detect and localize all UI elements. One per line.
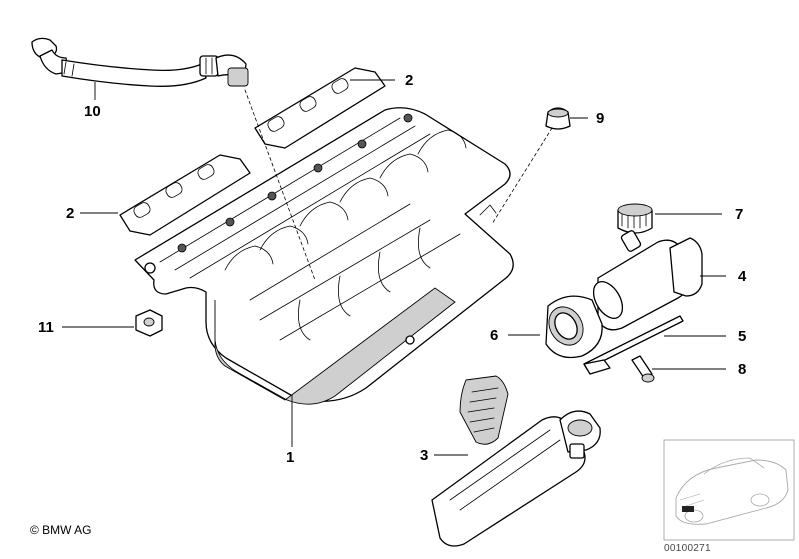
- callout-7: 7: [735, 206, 743, 223]
- screw-part: [631, 355, 655, 383]
- diagram-code-label: 00100271: [664, 543, 711, 554]
- callout-3: 3: [420, 447, 428, 464]
- callout-2-lower: 2: [66, 205, 74, 222]
- callout-1: 1: [286, 449, 294, 466]
- cap-part: [545, 107, 571, 130]
- strap-part: [583, 315, 684, 375]
- callout-10: 10: [84, 103, 101, 120]
- callout-8: 8: [738, 361, 746, 378]
- nut-part: [135, 309, 163, 337]
- lower-gasket-part: [119, 154, 251, 236]
- callout-9: 9: [596, 110, 604, 127]
- vehicle-thumbnail: [663, 439, 795, 541]
- callout-11: 11: [38, 319, 54, 336]
- intake-manifold-part: [134, 107, 514, 405]
- vent-hose-part: [31, 37, 249, 87]
- resonance-flap-part: [431, 375, 601, 547]
- callout-4: 4: [738, 268, 747, 285]
- copyright-label: © BMW AG: [30, 523, 92, 537]
- callout-5: 5: [738, 328, 746, 345]
- upper-gasket-part: [254, 67, 386, 149]
- idle-control-valve-part: [592, 230, 703, 331]
- callout-6: 6: [490, 327, 498, 344]
- cap-seal-part: [617, 203, 653, 234]
- bracket-ring-part: [545, 295, 603, 359]
- callout-2-upper: 2: [405, 72, 413, 89]
